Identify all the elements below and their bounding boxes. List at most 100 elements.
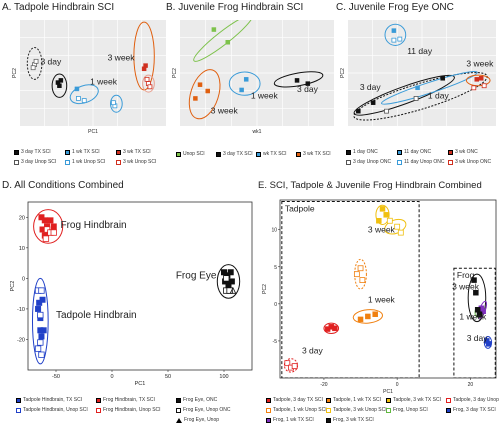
panel-d-point-s4 [225, 281, 232, 288]
legend-swatch [397, 160, 402, 165]
panel-a-point-s4 [111, 100, 116, 106]
legend-label: 3 wk TX SCI [123, 149, 151, 155]
panel-a-group-ellipse [110, 94, 123, 113]
legend-item: 11 day ONC [397, 150, 431, 155]
panel-c-point-s0 [370, 100, 376, 105]
panel-e-x-tick-label: 20 [468, 382, 474, 388]
panel-c-group-ellipse [353, 72, 488, 121]
panel-c-annotation: 3 week [466, 59, 494, 69]
legend-swatch [446, 408, 451, 413]
panel-a-group-ellipse [26, 47, 43, 80]
legend-label: Unop SCI [183, 151, 205, 157]
panel-b-annotation: 3 day [297, 84, 319, 94]
legend-swatch [386, 398, 391, 403]
legend-label: Frog, 3 wk TX SCI [333, 417, 374, 423]
legend-item: Tadpole, 3 wk Unop SCI [326, 408, 387, 413]
panel-d-point-s2 [35, 305, 42, 312]
panel-d-x-tick-label: 50 [165, 374, 171, 380]
panel-e-annotation: 3 week [368, 225, 396, 235]
panel-d-group-ellipse [31, 277, 49, 365]
panel-e-point-s2 [379, 206, 386, 212]
panel-e-legend: Tadpole, 3 day TX SCI Tadpole, 1 wk TX SC… [266, 398, 500, 432]
panel-e-region-label: Frog [457, 270, 475, 280]
panel-b-annotation: 1 week [251, 90, 279, 100]
panel-e-annotation: 1 week [368, 294, 396, 304]
panel-b-point-s1 [305, 81, 311, 86]
legend-label: Frog Eye, Unop [184, 417, 220, 423]
legend-swatch [326, 398, 331, 403]
panel-a-point-s4 [76, 96, 81, 101]
legend-swatch [216, 152, 221, 157]
legend-swatch [386, 408, 391, 413]
panel-d-y-tick-label: -20 [17, 337, 25, 343]
panel-d-point-s5 [226, 287, 233, 294]
panel-d-point-s3 [38, 351, 45, 358]
panel-d-point-s3 [34, 345, 42, 352]
panel-a-x-axis-label: PC1 [88, 129, 98, 135]
panel-e-x-tick-label: 0 [396, 382, 399, 388]
panel-e-annotation: 3 day [302, 346, 324, 356]
legend-swatch [448, 160, 453, 165]
panel-c-point-s2 [478, 76, 484, 81]
panel-d-y-axis-label: PC2 [10, 281, 16, 292]
legend-swatch [176, 398, 181, 403]
legend-item: 3 wk Unop SCI [116, 160, 156, 165]
legend-item: 3 day Unop SCI [14, 160, 56, 165]
panel-e-point-s1 [372, 311, 378, 317]
panel-d-point-s2 [39, 296, 46, 303]
legend-label: Tadpole, 1 wk TX SCI [333, 397, 381, 403]
legend-item: 1 wk Unop SCI [65, 160, 105, 165]
legend-swatch [448, 150, 453, 155]
panel-d-y-tick-label: 0 [22, 276, 25, 282]
legend-label: Tadpole Hindbrain, Unop SCI [23, 407, 88, 413]
panel-d-annotation: Tadpole Hindbrain [56, 310, 137, 321]
panel-b-annotation: 3 week [211, 105, 239, 115]
legend-swatch [346, 150, 351, 155]
legend-label: Frog Eye, ONC [183, 397, 218, 403]
legend-item: Unop SCI [176, 152, 205, 157]
panel-d-point-s0 [41, 217, 48, 224]
panel-a-point-s1 [74, 86, 80, 92]
panel-c-point-s1 [415, 85, 420, 91]
panel-e-point-s1 [357, 316, 364, 323]
panel-e-y-tick-label: 10 [271, 228, 277, 234]
legend-label: Tadpole Hindbrain, TX SCI [23, 397, 83, 403]
legend-item: Tadpole Hindbrain, Unop SCI [16, 408, 88, 413]
panel-e-x-axis-label: PC1 [383, 389, 393, 395]
legend-swatch [266, 408, 271, 413]
panel-e-point-s5 [397, 229, 404, 236]
panel-e-group-ellipse [323, 322, 340, 335]
legend-swatch [96, 408, 101, 413]
panel-e-y-tick-label: -5 [273, 339, 278, 345]
panel-c-point-s5 [481, 83, 487, 89]
panel-a-annotation: 3 day [40, 57, 62, 67]
panel-d-y-tick-label: 10 [19, 246, 25, 252]
legend-label: 1 day ONC [353, 149, 378, 155]
panel-d-x-tick-label: 100 [219, 374, 228, 380]
panel-e-point-s2 [383, 212, 389, 218]
panel-b-plot-area: 1 week 3 day 3 week [188, 20, 324, 120]
panel-e-annotation: 3 week [452, 282, 480, 292]
panel-b-group-ellipse [228, 71, 261, 96]
legend-label: Frog, 3 day TX SCI [453, 407, 496, 413]
panel-d-group-ellipse [33, 209, 64, 244]
panel-e-point-s4 [359, 277, 366, 283]
panel-e-point-s3 [291, 363, 298, 370]
panel-e-group-ellipse [384, 218, 407, 235]
panel-d-point-s4 [228, 278, 235, 285]
legend-label: Tadpole, 3 day TX SCI [273, 397, 323, 403]
panel-c-point-s3 [384, 108, 389, 114]
legend-item: 3 wk TX SCI [116, 150, 151, 155]
panel-b-group-ellipse [273, 71, 324, 88]
panel-b-point-s3 [197, 82, 203, 87]
legend-label: 3 day TX SCI [223, 151, 253, 157]
panel-d-point-s3 [37, 311, 44, 319]
panel-c-group-ellipse [465, 74, 491, 87]
panel-c-point-s0 [440, 76, 445, 81]
